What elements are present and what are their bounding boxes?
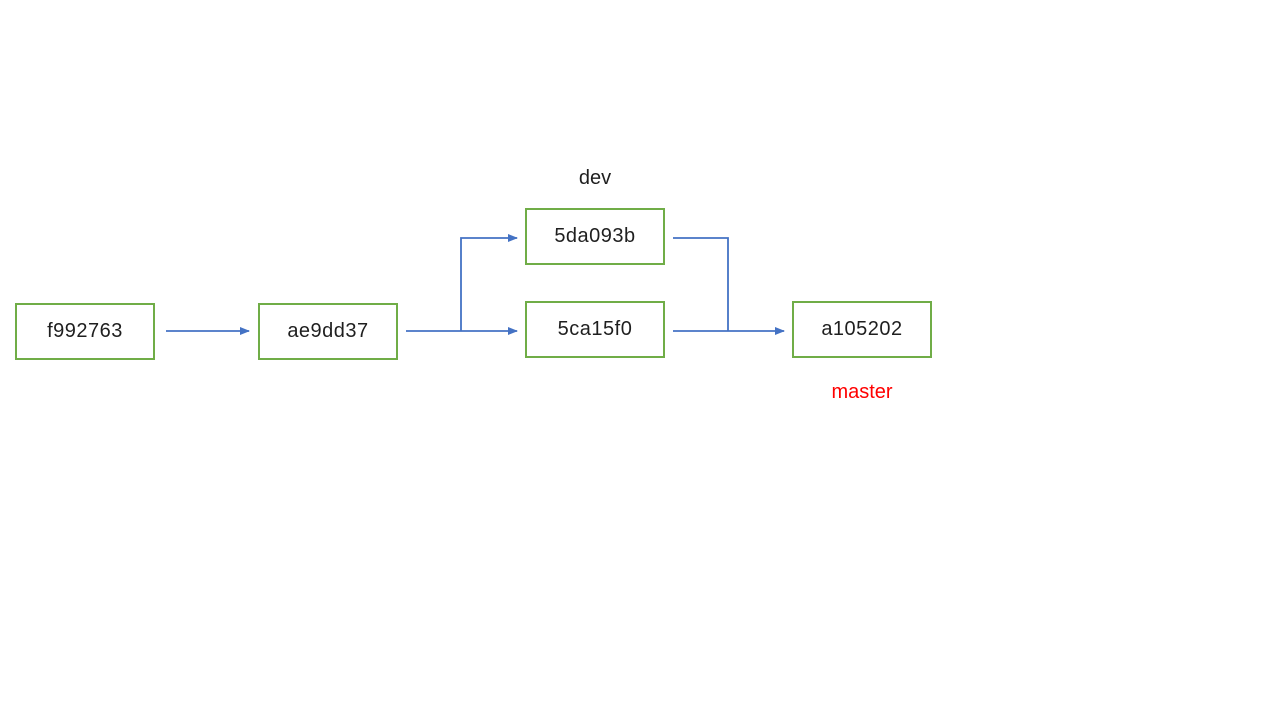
branch-label-dev: dev <box>578 167 612 189</box>
commit-node-3: 5da093b <box>525 208 665 265</box>
commit-id: 5ca15f0 <box>557 318 633 340</box>
commit-node-5: a105202 <box>792 301 932 358</box>
commit-id: a105202 <box>821 318 903 340</box>
commit-node-1: f992763 <box>15 303 155 360</box>
commit-node-4: 5ca15f0 <box>525 301 665 358</box>
edge-ae9dd37-5da093b <box>460 234 518 331</box>
edge-5da093b-merge <box>673 237 729 331</box>
commit-id: 5da093b <box>554 225 636 247</box>
commit-node-2: ae9dd37 <box>258 303 398 360</box>
commit-id: ae9dd37 <box>287 320 369 342</box>
branch-label-master: master <box>831 381 893 403</box>
commit-id: f992763 <box>47 320 123 342</box>
